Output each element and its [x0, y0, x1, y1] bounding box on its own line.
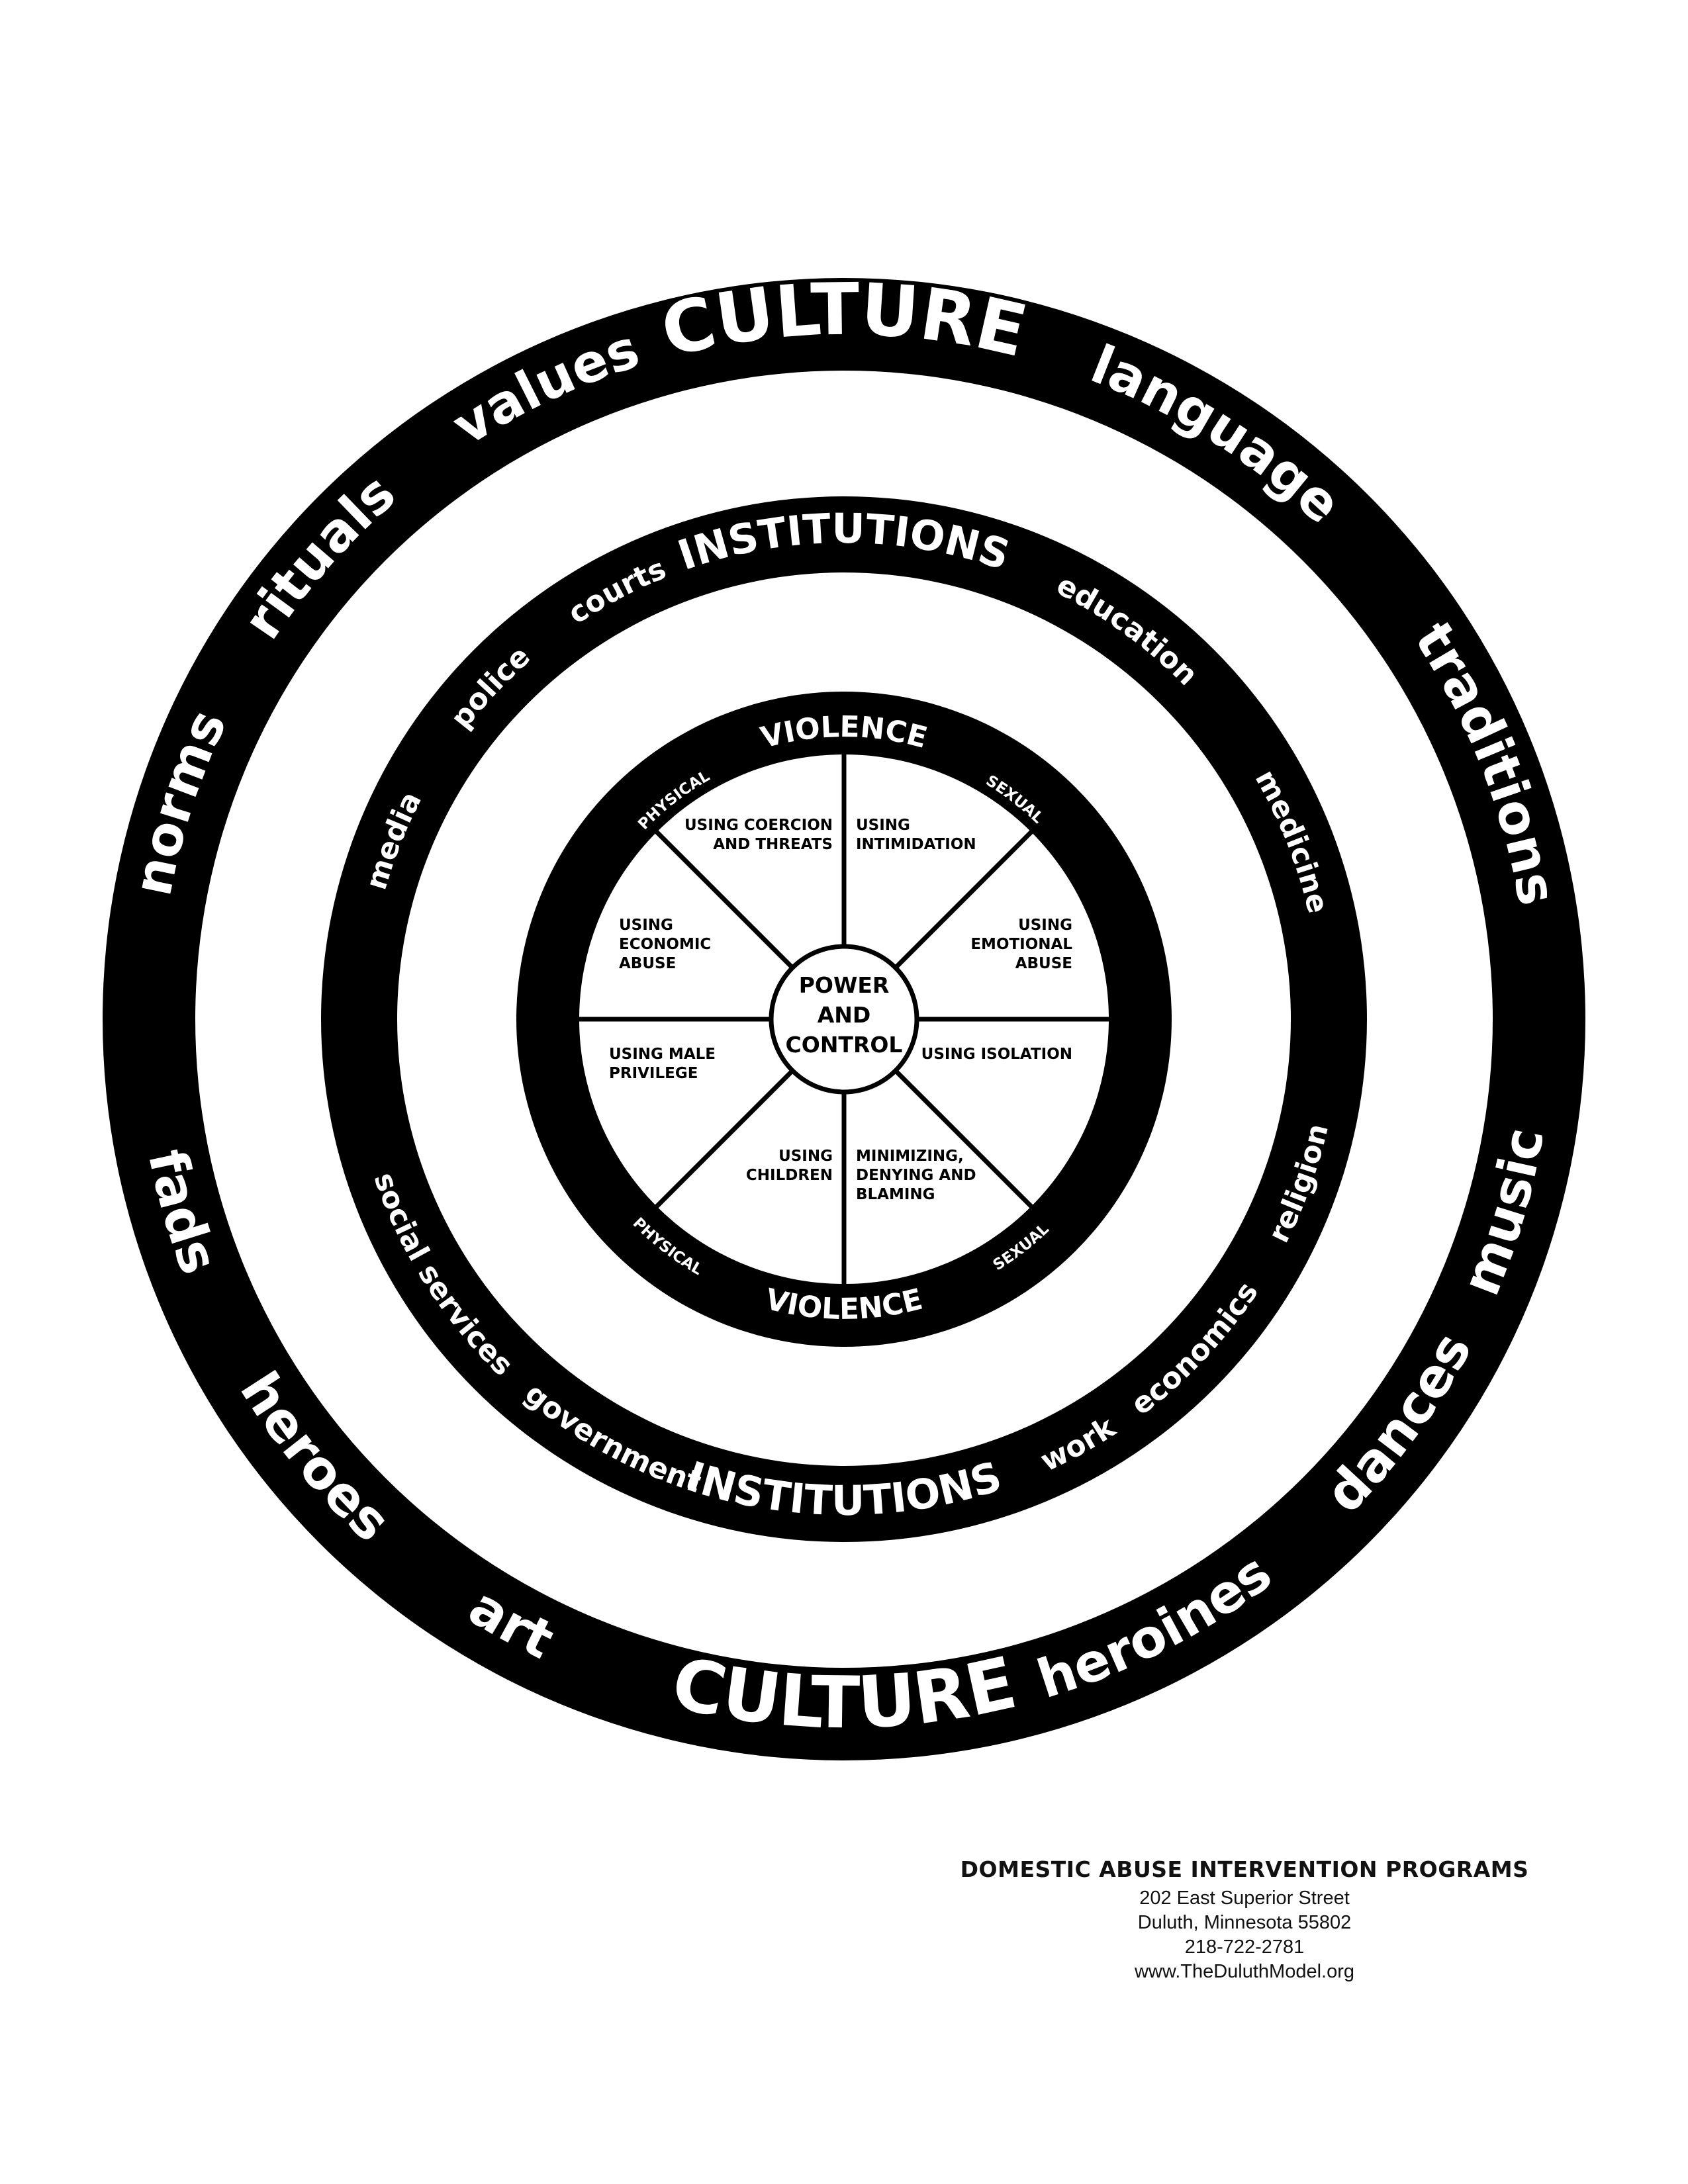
phone-number: 218-722-2781 — [1184, 1936, 1305, 1958]
segment-intimidation: USING INTIMIDATION — [856, 817, 976, 853]
segment-line: MINIMIZING, — [856, 1148, 964, 1165]
segment-coercion: USING COERCION AND THREATS — [684, 817, 833, 853]
hub-label: POWER AND CONTROL — [786, 972, 903, 1058]
segment-minimizing: MINIMIZING, DENYING AND BLAMING — [856, 1148, 976, 1203]
segment-line: PRIVILEGE — [609, 1065, 698, 1082]
segment-line: ABUSE — [619, 955, 676, 972]
website-url: www.TheDuluthModel.org — [1134, 1961, 1355, 1982]
hub-circle — [769, 944, 919, 1095]
segment-line: USING MALE — [609, 1046, 716, 1063]
segment-line: DENYING AND — [856, 1167, 976, 1184]
segment-line: EMOTIONAL — [970, 936, 1072, 953]
segment-children: USING CHILDREN — [746, 1148, 833, 1184]
segment-line: BLAMING — [856, 1186, 935, 1203]
hub-line-3: CONTROL — [786, 1032, 903, 1058]
hub-line-1: POWER — [799, 972, 890, 998]
segment-line: USING — [778, 1148, 833, 1165]
segment-line: ECONOMIC — [619, 936, 711, 953]
organization-name: DOMESTIC ABUSE INTERVENTION PROGRAMS — [960, 1856, 1529, 1882]
segment-line: AND THREATS — [713, 836, 833, 853]
segment-line: USING — [1018, 917, 1072, 934]
segment-line: INTIMIDATION — [856, 836, 976, 853]
segment-line: USING — [856, 817, 910, 834]
segment-line: USING COERCION — [684, 817, 833, 834]
segment-economic-abuse: USING ECONOMIC ABUSE — [619, 917, 711, 972]
segment-male-privilege: USING MALE PRIVILEGE — [609, 1046, 716, 1082]
segment-line: CHILDREN — [746, 1167, 833, 1184]
segment-line: USING — [619, 917, 673, 934]
segment-line: USING ISOLATION — [921, 1046, 1072, 1063]
street-address: 202 East Superior Street — [1139, 1888, 1350, 1909]
city-state-zip: Duluth, Minnesota 55802 — [1137, 1912, 1352, 1933]
hub-line-2: AND — [818, 1002, 871, 1028]
segment-line: ABUSE — [1015, 955, 1072, 972]
organization-footer: DOMESTIC ABUSE INTERVENTION PROGRAMS 202… — [914, 1856, 1575, 1984]
segment-isolation: USING ISOLATION — [921, 1046, 1072, 1063]
segment-emotional-abuse: USING EMOTIONAL ABUSE — [970, 917, 1072, 972]
